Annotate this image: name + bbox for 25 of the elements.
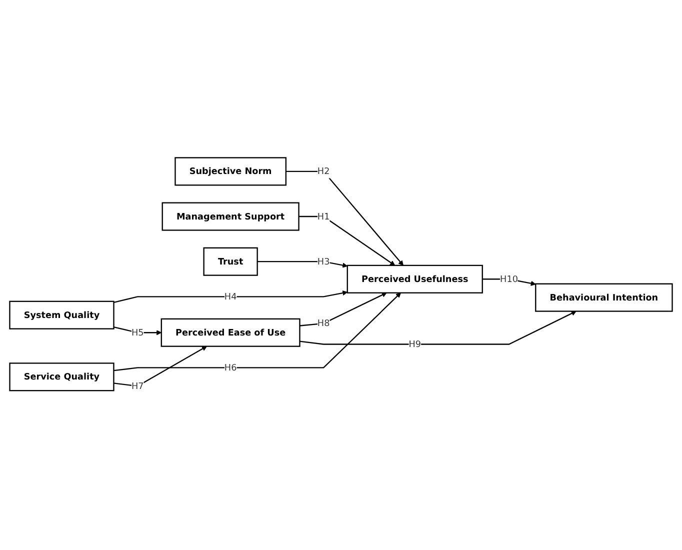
node-box: Service Quality [9,362,114,391]
edge-label: H2 [317,166,330,176]
arrow [114,346,207,386]
arrow [286,170,404,266]
edge-label: H3 [317,256,330,267]
arrow [300,292,387,326]
edge-label: H9 [408,338,422,350]
node-box: System Quality [9,300,114,330]
edge-label: H7 [131,380,144,392]
arrow [300,310,576,345]
arrow [114,290,348,303]
node-box: Trust [203,247,258,276]
edge-label: H5 [131,326,144,338]
edge-label: H10 [500,273,518,284]
edge-label: H4 [224,290,237,302]
node-box: Subjective Norm [174,156,286,186]
edge-label: H8 [317,318,330,328]
node-box: Perceived Usefulness [346,264,483,294]
arrow [298,216,396,266]
node-box: Management Support [162,202,300,231]
edge-label: H1 [317,210,330,222]
node-box: Perceived Ease of Use [160,318,300,347]
arrow [257,260,348,268]
node-box: Behavioural Intention [535,283,673,312]
edge-label: H6 [224,362,237,373]
